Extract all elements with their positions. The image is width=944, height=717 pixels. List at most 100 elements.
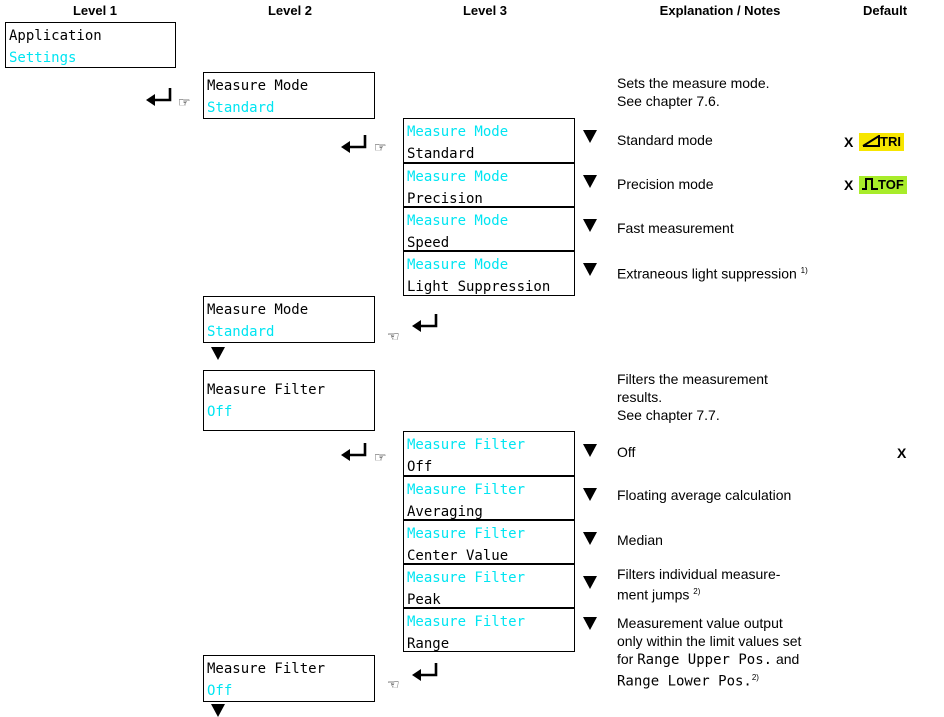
filter-entry-title: Measure Filter bbox=[207, 382, 326, 398]
note-standard-mode: Standard mode bbox=[617, 132, 713, 148]
mode-note-line-1: Sets the measure mode. bbox=[617, 75, 770, 91]
filter-entry-box: Measure Filter Off bbox=[203, 370, 375, 431]
down-triangle-icon bbox=[583, 444, 597, 457]
option-title: Measure Mode bbox=[407, 169, 509, 185]
note-off: Off bbox=[617, 444, 636, 460]
note-median: Median bbox=[617, 532, 663, 548]
filter-exit-title: Measure Filter bbox=[207, 661, 326, 677]
note-line: Filters individual measure- bbox=[617, 566, 781, 582]
option-title: Measure Mode bbox=[407, 257, 509, 273]
triangle-ramp-icon bbox=[862, 134, 880, 147]
option-value: Peak bbox=[407, 592, 441, 608]
filter-option-range: Measure Filter Range bbox=[403, 608, 575, 652]
header-default: Default bbox=[862, 3, 908, 18]
note-and: and bbox=[775, 651, 800, 667]
down-triangle-icon bbox=[583, 130, 597, 143]
mode-option-speed: Measure Mode Speed bbox=[403, 207, 575, 251]
level1-title: Application bbox=[9, 28, 102, 44]
filter-note: Filters the measurement results. See cha… bbox=[617, 370, 768, 424]
hand-pointing-left-icon: ☜ bbox=[387, 328, 400, 344]
note-text: Extraneous light suppression bbox=[617, 265, 797, 282]
mode-entry-value: Standard bbox=[207, 100, 275, 116]
note-line: only within the limit values set bbox=[617, 633, 802, 649]
pulse-icon bbox=[862, 178, 878, 190]
note-light-suppression: Extraneous light suppression 1) bbox=[617, 262, 808, 283]
default-mark: X bbox=[844, 177, 854, 193]
filter-note-line-1: Filters the measurement bbox=[617, 371, 768, 387]
mode-exit-title: Measure Mode bbox=[207, 302, 309, 318]
filter-exit-value: Off bbox=[207, 683, 233, 699]
footnote-ref: 2) bbox=[693, 587, 701, 596]
down-triangle-icon bbox=[583, 263, 597, 276]
note-line: ment jumps bbox=[617, 586, 690, 603]
mode-note-line-2: See chapter 7.6. bbox=[617, 93, 720, 109]
hand-pointing-left-icon: ☜ bbox=[387, 676, 400, 692]
filter-note-line-3: See chapter 7.7. bbox=[617, 407, 720, 423]
header-explanation: Explanation / Notes bbox=[659, 3, 781, 18]
down-triangle-icon bbox=[583, 219, 597, 232]
enter-key-icon bbox=[146, 88, 172, 106]
mode-option-light-suppression: Measure Mode Light Suppression bbox=[403, 251, 575, 296]
option-value: Light Suppression bbox=[407, 279, 551, 295]
down-triangle-icon bbox=[583, 532, 597, 545]
filter-option-averaging: Measure Filter Averaging bbox=[403, 476, 575, 520]
note-line: Measurement value output bbox=[617, 615, 783, 631]
option-value: Standard bbox=[407, 146, 475, 162]
hand-pointing-right-icon: ☞ bbox=[178, 94, 191, 110]
footnote-ref: 1) bbox=[800, 266, 808, 275]
enter-key-icon bbox=[412, 314, 438, 332]
option-title: Measure Mode bbox=[407, 213, 509, 229]
level1-value: Settings bbox=[9, 50, 77, 66]
down-triangle-icon bbox=[583, 488, 597, 501]
option-value: Range bbox=[407, 636, 450, 652]
range-upper-param: Range Upper Pos. bbox=[637, 652, 773, 668]
down-triangle-icon bbox=[583, 175, 597, 188]
option-title: Measure Filter bbox=[407, 482, 526, 498]
option-value: Speed bbox=[407, 235, 450, 251]
filter-exit-box: Measure Filter Off bbox=[203, 655, 375, 702]
note-range: Measurement value output only within the… bbox=[617, 614, 801, 691]
filter-option-peak: Measure Filter Peak bbox=[403, 564, 575, 608]
filter-option-center-value: Measure Filter Center Value bbox=[403, 520, 575, 564]
mode-note: Sets the measure mode. See chapter 7.6. bbox=[617, 74, 770, 110]
badge-text: TRI bbox=[880, 134, 901, 149]
note-peak: Filters individual measure- ment jumps 2… bbox=[617, 565, 780, 604]
note-fast-measurement: Fast measurement bbox=[617, 220, 734, 236]
note-floating-average: Floating average calculation bbox=[617, 487, 792, 503]
level1-box: Application Settings bbox=[5, 22, 176, 68]
range-lower-param: Range Lower Pos. bbox=[617, 673, 752, 690]
option-title: Measure Filter bbox=[407, 437, 526, 453]
option-title: Measure Filter bbox=[407, 570, 526, 586]
mode-option-standard: Measure Mode Standard bbox=[403, 118, 575, 163]
default-mark: X bbox=[897, 445, 907, 461]
footnote-ref: 2) bbox=[751, 673, 759, 682]
header-level-3: Level 3 bbox=[462, 3, 508, 18]
option-value: Center Value bbox=[407, 548, 509, 564]
mode-exit-value: Standard bbox=[207, 324, 275, 340]
mode-entry-box: Measure Mode Standard bbox=[203, 72, 375, 119]
header-level-2: Level 2 bbox=[267, 3, 313, 18]
option-title: Measure Filter bbox=[407, 526, 526, 542]
badge-text: TOF bbox=[878, 177, 904, 192]
filter-entry-value: Off bbox=[207, 404, 233, 420]
option-title: Measure Mode bbox=[407, 124, 509, 140]
option-value: Off bbox=[407, 459, 433, 475]
option-title: Measure Filter bbox=[407, 614, 526, 630]
down-triangle-icon bbox=[583, 576, 597, 589]
mode-option-precision: Measure Mode Precision bbox=[403, 163, 575, 207]
hand-pointing-right-icon: ☞ bbox=[374, 449, 387, 465]
enter-key-icon bbox=[412, 663, 438, 681]
option-value: Averaging bbox=[407, 504, 483, 520]
note-precision-mode: Precision mode bbox=[617, 176, 714, 192]
down-triangle-icon bbox=[211, 704, 225, 717]
note-line: for bbox=[617, 651, 634, 667]
filter-option-off: Measure Filter Off bbox=[403, 431, 575, 476]
tri-badge: TRI bbox=[859, 133, 904, 151]
header-level-1: Level 1 bbox=[72, 3, 118, 18]
default-mark: X bbox=[844, 134, 854, 150]
down-triangle-icon bbox=[211, 347, 225, 360]
enter-key-icon bbox=[341, 135, 367, 153]
filter-note-line-2: results. bbox=[617, 389, 663, 405]
mode-exit-box: Measure Mode Standard bbox=[203, 296, 375, 343]
enter-key-icon bbox=[341, 443, 367, 461]
